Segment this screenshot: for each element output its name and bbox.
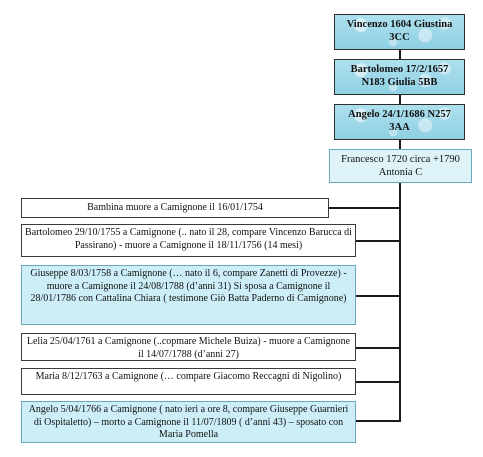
ancestor-line1: Angelo 24/1/1686 N257 <box>348 109 451 120</box>
francesco-line2: Antonia C <box>378 167 423 178</box>
child-box-maria[interactable]: Maria 8/12/1763 a Camignone (… compare G… <box>21 368 356 395</box>
child-text: Angelo 5/04/1766 a Camignone ( nato ieri… <box>28 404 349 440</box>
ancestor-line1: Vincenzo 1604 Giustina <box>346 19 453 30</box>
ancestor-line2: 3CC <box>389 32 410 43</box>
ancestor-box-bartolomeo[interactable]: Bartolomeo 17/2/1657 N183 Giulia 5BB <box>334 59 465 95</box>
child-box-giuseppe[interactable]: Giuseppe 8/03/1758 a Camignone (… nato i… <box>21 265 356 325</box>
child-text: Maria 8/12/1763 a Camignone (… compare G… <box>35 371 342 382</box>
ancestor-line1: Bartolomeo 17/2/1657 <box>350 64 449 75</box>
child-box-bambina[interactable]: Bambina muore a Camignone il 16/01/1754 <box>21 198 329 218</box>
child-text: Giuseppe 8/03/1758 a Camignone (… nato i… <box>30 268 347 304</box>
branch-bartolomeo-child <box>356 240 401 242</box>
child-box-bartolomeo[interactable]: Bartolomeo 29/10/1755 a Camignone (.. na… <box>21 224 356 257</box>
connector-vincenzo-bartolomeo <box>399 50 401 59</box>
ancestor-box-vincenzo[interactable]: Vincenzo 1604 Giustina 3CC <box>334 14 465 50</box>
branch-giuseppe <box>356 295 401 297</box>
ancestor-box-angelo[interactable]: Angelo 24/1/1686 N257 3AA <box>334 104 465 140</box>
child-box-lelia[interactable]: Lelia 25/04/1761 a Camignone (..copmare … <box>21 333 356 361</box>
ancestor-line2: 3AA <box>389 122 410 133</box>
child-text: Bartolomeo 29/10/1755 a Camignone (.. na… <box>25 227 352 251</box>
francesco-line1: Francesco 1720 circa +1790 <box>341 154 460 165</box>
connector-francesco-trunk <box>399 183 401 421</box>
child-text: Lelia 25/04/1761 a Camignone (..copmare … <box>26 336 351 360</box>
ancestor-line2: N183 Giulia 5BB <box>361 77 438 88</box>
francesco-box[interactable]: Francesco 1720 circa +1790 Antonia C <box>329 149 472 183</box>
connector-bartolomeo-angelo <box>399 95 401 104</box>
branch-bambina <box>329 207 401 209</box>
branch-maria <box>356 381 401 383</box>
branch-angelo-child <box>356 420 401 422</box>
connector-angelo-francesco <box>399 140 401 149</box>
branch-lelia <box>356 347 401 349</box>
child-box-angelo[interactable]: Angelo 5/04/1766 a Camignone ( nato ieri… <box>21 401 356 443</box>
child-text: Bambina muore a Camignone il 16/01/1754 <box>87 202 263 213</box>
